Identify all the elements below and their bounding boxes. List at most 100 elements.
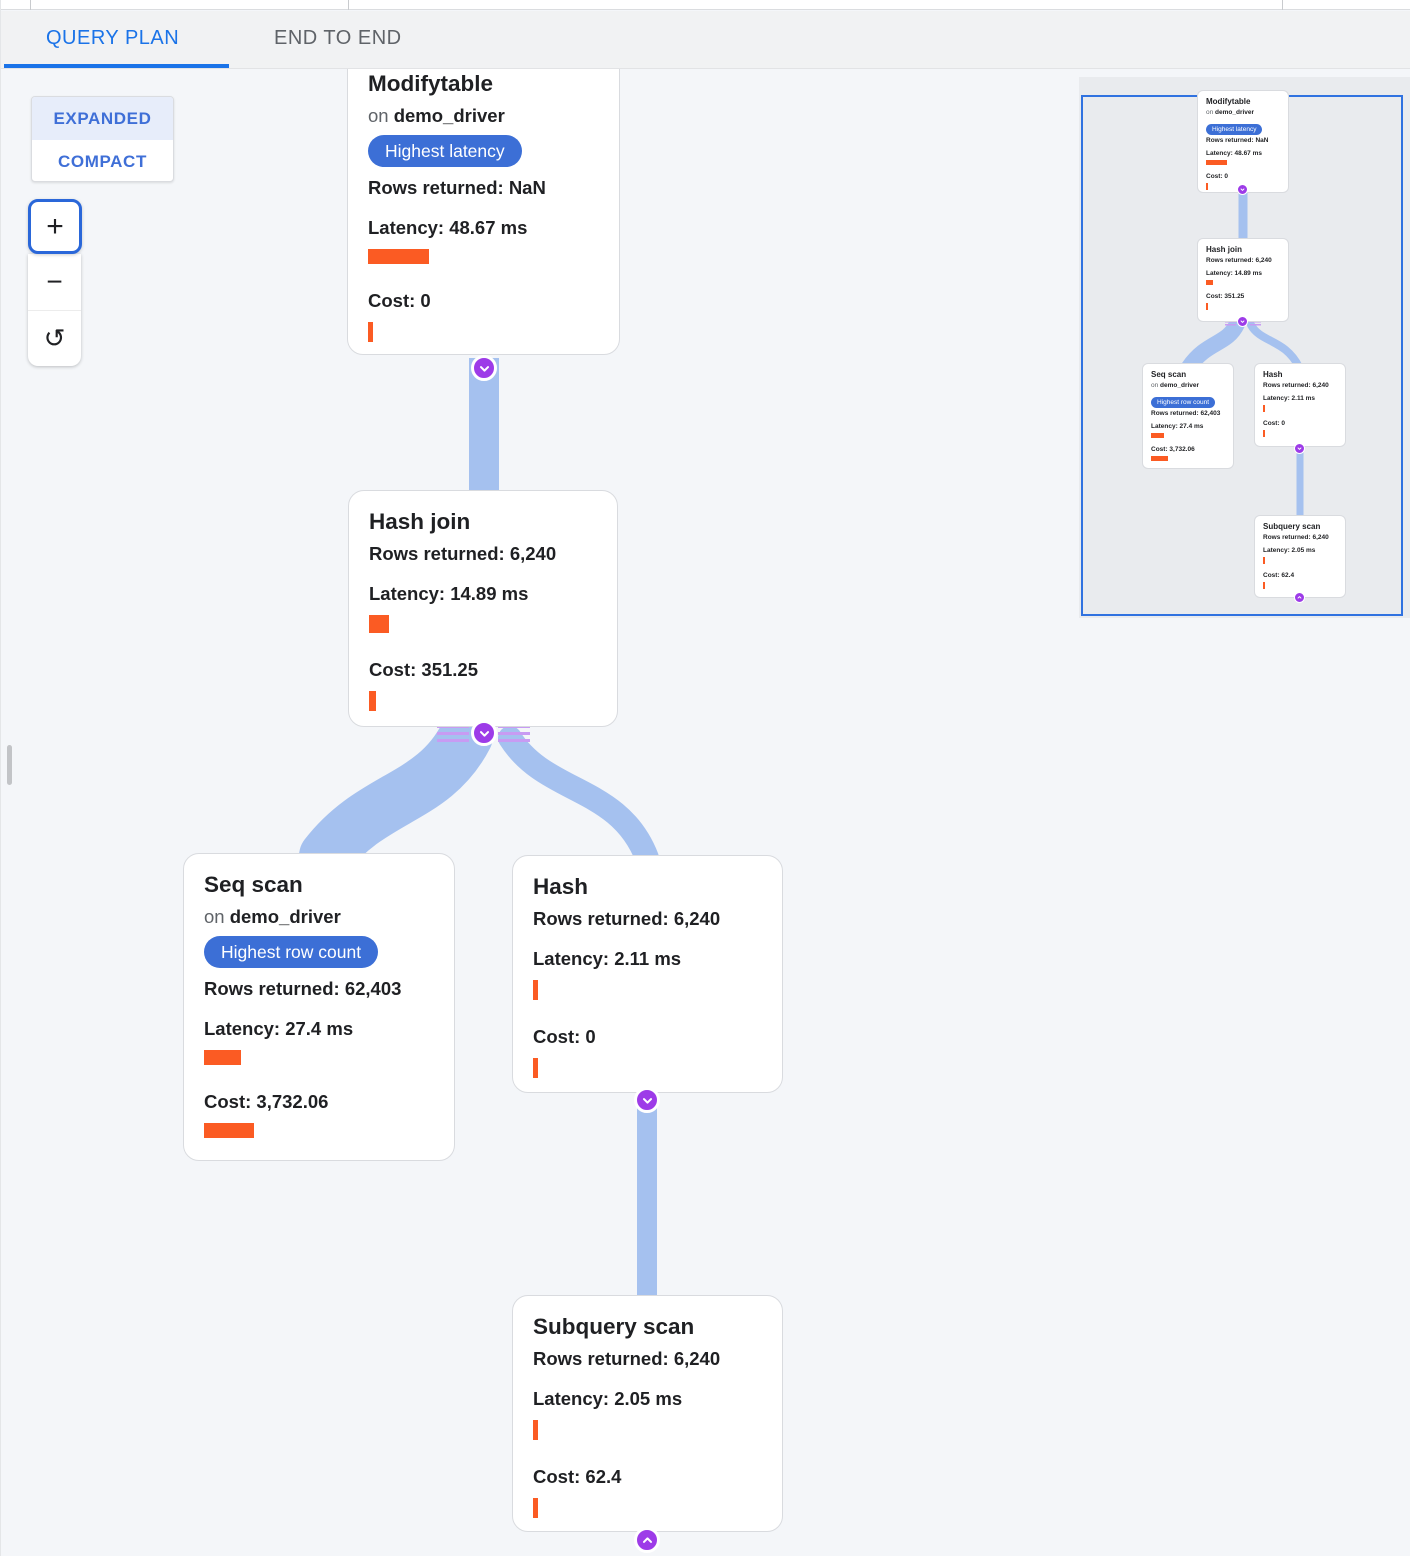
latency-bar [368,249,429,264]
compact-button[interactable]: COMPACT [58,151,147,171]
minimap-node-subquery-scan: Subquery scan Rows returned: 6,240 Laten… [1254,515,1346,598]
chevron-down-icon [1240,188,1245,191]
highlight-badge: Highest row count [1151,397,1216,408]
rows-returned: Rows returned: 62,403 [204,978,402,999]
node-title: Hash [1263,370,1283,379]
cost-value: Cost: 0 [1263,420,1286,427]
latency-bar [369,615,389,633]
chevron-down-icon [1297,447,1302,450]
node-title: Modifytable [368,71,494,96]
on-prefix: on [368,105,389,126]
latency-value: Latency: 48.67 ms [368,217,528,238]
node-title: Seq scan [204,872,303,897]
node-title: Hash [533,874,589,899]
cost-value: Cost: 0 [533,1026,596,1047]
layout-toggle: EXPANDED COMPACT [31,96,174,182]
minimap-edges [1181,189,1304,519]
minimap-node-hash-join: Hash join Rows returned: 6,240 Latency: … [1197,238,1289,322]
plan-node-hash[interactable]: Hash Rows returned: 6,240 Latency: 2.11 … [512,855,783,1093]
table-name: demo_driver [1160,382,1200,389]
table-name: demo_driver [1215,109,1255,116]
column-divider [348,0,349,10]
rows-returned: Rows returned: 6,240 [1263,534,1329,541]
cost-value: Cost: 3,732.06 [1151,446,1195,453]
cost-bar [1263,430,1265,437]
expand-chevron-subquery-scan[interactable] [634,1527,660,1553]
latency-bar [1263,405,1265,412]
minimap-node-seq-scan: Seq scan on demo_driver Highest row coun… [1142,363,1234,469]
panel-header: QUERY PLAN END TO END [1,0,1410,69]
plus-icon: + [46,209,64,243]
plan-node-modifytable[interactable]: Modifytable on demo_driver Highest laten… [347,52,620,355]
latency-bar [204,1050,241,1065]
latency-bar [1151,433,1164,438]
latency-value: Latency: 27.4 ms [204,1018,354,1039]
latency-bar [533,980,538,1000]
cost-bar [533,1498,538,1518]
latency-bar [1206,160,1227,165]
plan-node-hash-join[interactable]: Hash join Rows returned: 6,240 Latency: … [348,490,618,727]
vertical-scrollbar-thumb[interactable] [7,745,12,785]
latency-bar [533,1420,538,1440]
top-strip [1,0,1410,10]
latency-value: Latency: 2.11 ms [533,948,682,969]
rows-returned: Rows returned: NaN [368,177,546,198]
cost-bar [204,1123,254,1138]
zoom-in-button[interactable]: + [28,199,82,254]
node-title: Hash join [1206,245,1243,254]
latency-value: Latency: 14.89 ms [369,583,529,604]
collapse-chevron-hash-join[interactable] [471,720,497,746]
plan-node-subquery-scan[interactable]: Subquery scan Rows returned: 6,240 Laten… [512,1295,783,1532]
zoom-out-button[interactable]: − [28,254,81,310]
rows-returned: Rows returned: 6,240 [533,908,721,929]
node-table-line: on demo_driver [368,103,599,129]
tab-end-to-end[interactable]: END TO END [274,26,402,49]
cost-bar [533,1058,538,1078]
cost-bar [1151,456,1168,461]
node-table-line: on demo_driver [204,904,434,930]
mini-edge-hashjoin-seqscan [1181,316,1245,375]
latency-value: Latency: 14.89 ms [1206,270,1263,277]
rows-returned: Rows returned: 62,403 [1151,410,1221,417]
mini-edge-merge-lines-right [1250,318,1261,326]
node-title: Modifytable [1206,97,1251,106]
on-prefix: on [1206,109,1214,116]
chevron-down-icon [479,730,489,737]
reset-view-button[interactable]: ↺ [28,310,81,366]
latency-value: Latency: 27.4 ms [1151,423,1204,430]
cost-value: Cost: 351.25 [369,659,478,680]
latency-bar [1206,280,1213,285]
node-title: Subquery scan [1263,522,1321,531]
cost-value: Cost: 351.25 [1206,293,1245,300]
tab-bar: QUERY PLAN END TO END [1,11,1410,69]
on-prefix: on [1151,382,1159,389]
tab-query-plan[interactable]: QUERY PLAN [46,26,180,49]
mini-edge-merge-lines-left [1225,318,1236,326]
node-title: Seq scan [1151,370,1187,379]
node-table-line: on demo_driver [1206,108,1280,117]
collapse-chevron-hash[interactable] [634,1087,660,1113]
minimap-node-modifytable: Modifytable on demo_driver Highest laten… [1197,90,1289,193]
active-tab-underline [4,64,229,68]
minimap[interactable]: Modifytable on demo_driver Highest laten… [1079,77,1410,618]
plan-node-seq-scan[interactable]: Seq scan on demo_driver Highest row coun… [183,853,455,1161]
reset-rotate-icon: ↺ [43,323,66,354]
expanded-button[interactable]: EXPANDED [32,97,173,140]
latency-value: Latency: 2.05 ms [533,1388,683,1409]
cost-bar [1206,183,1208,190]
mini-chevron-subquery-scan [1294,592,1305,603]
chevron-down-icon [479,365,489,372]
latency-value: Latency: 2.05 ms [1263,547,1316,554]
chevron-down-icon [642,1097,652,1104]
rows-returned: Rows returned: 6,240 [369,543,557,564]
highlight-badge: Highest row count [204,936,379,968]
collapse-chevron-modifytable[interactable] [471,355,497,381]
zoom-button-group: − ↺ [28,254,81,366]
mini-chevron-hash-join [1237,316,1248,327]
rows-returned: Rows returned: 6,240 [1263,382,1329,389]
cost-bar [368,322,373,342]
cost-bar [1263,582,1265,589]
minus-icon: − [46,266,63,297]
